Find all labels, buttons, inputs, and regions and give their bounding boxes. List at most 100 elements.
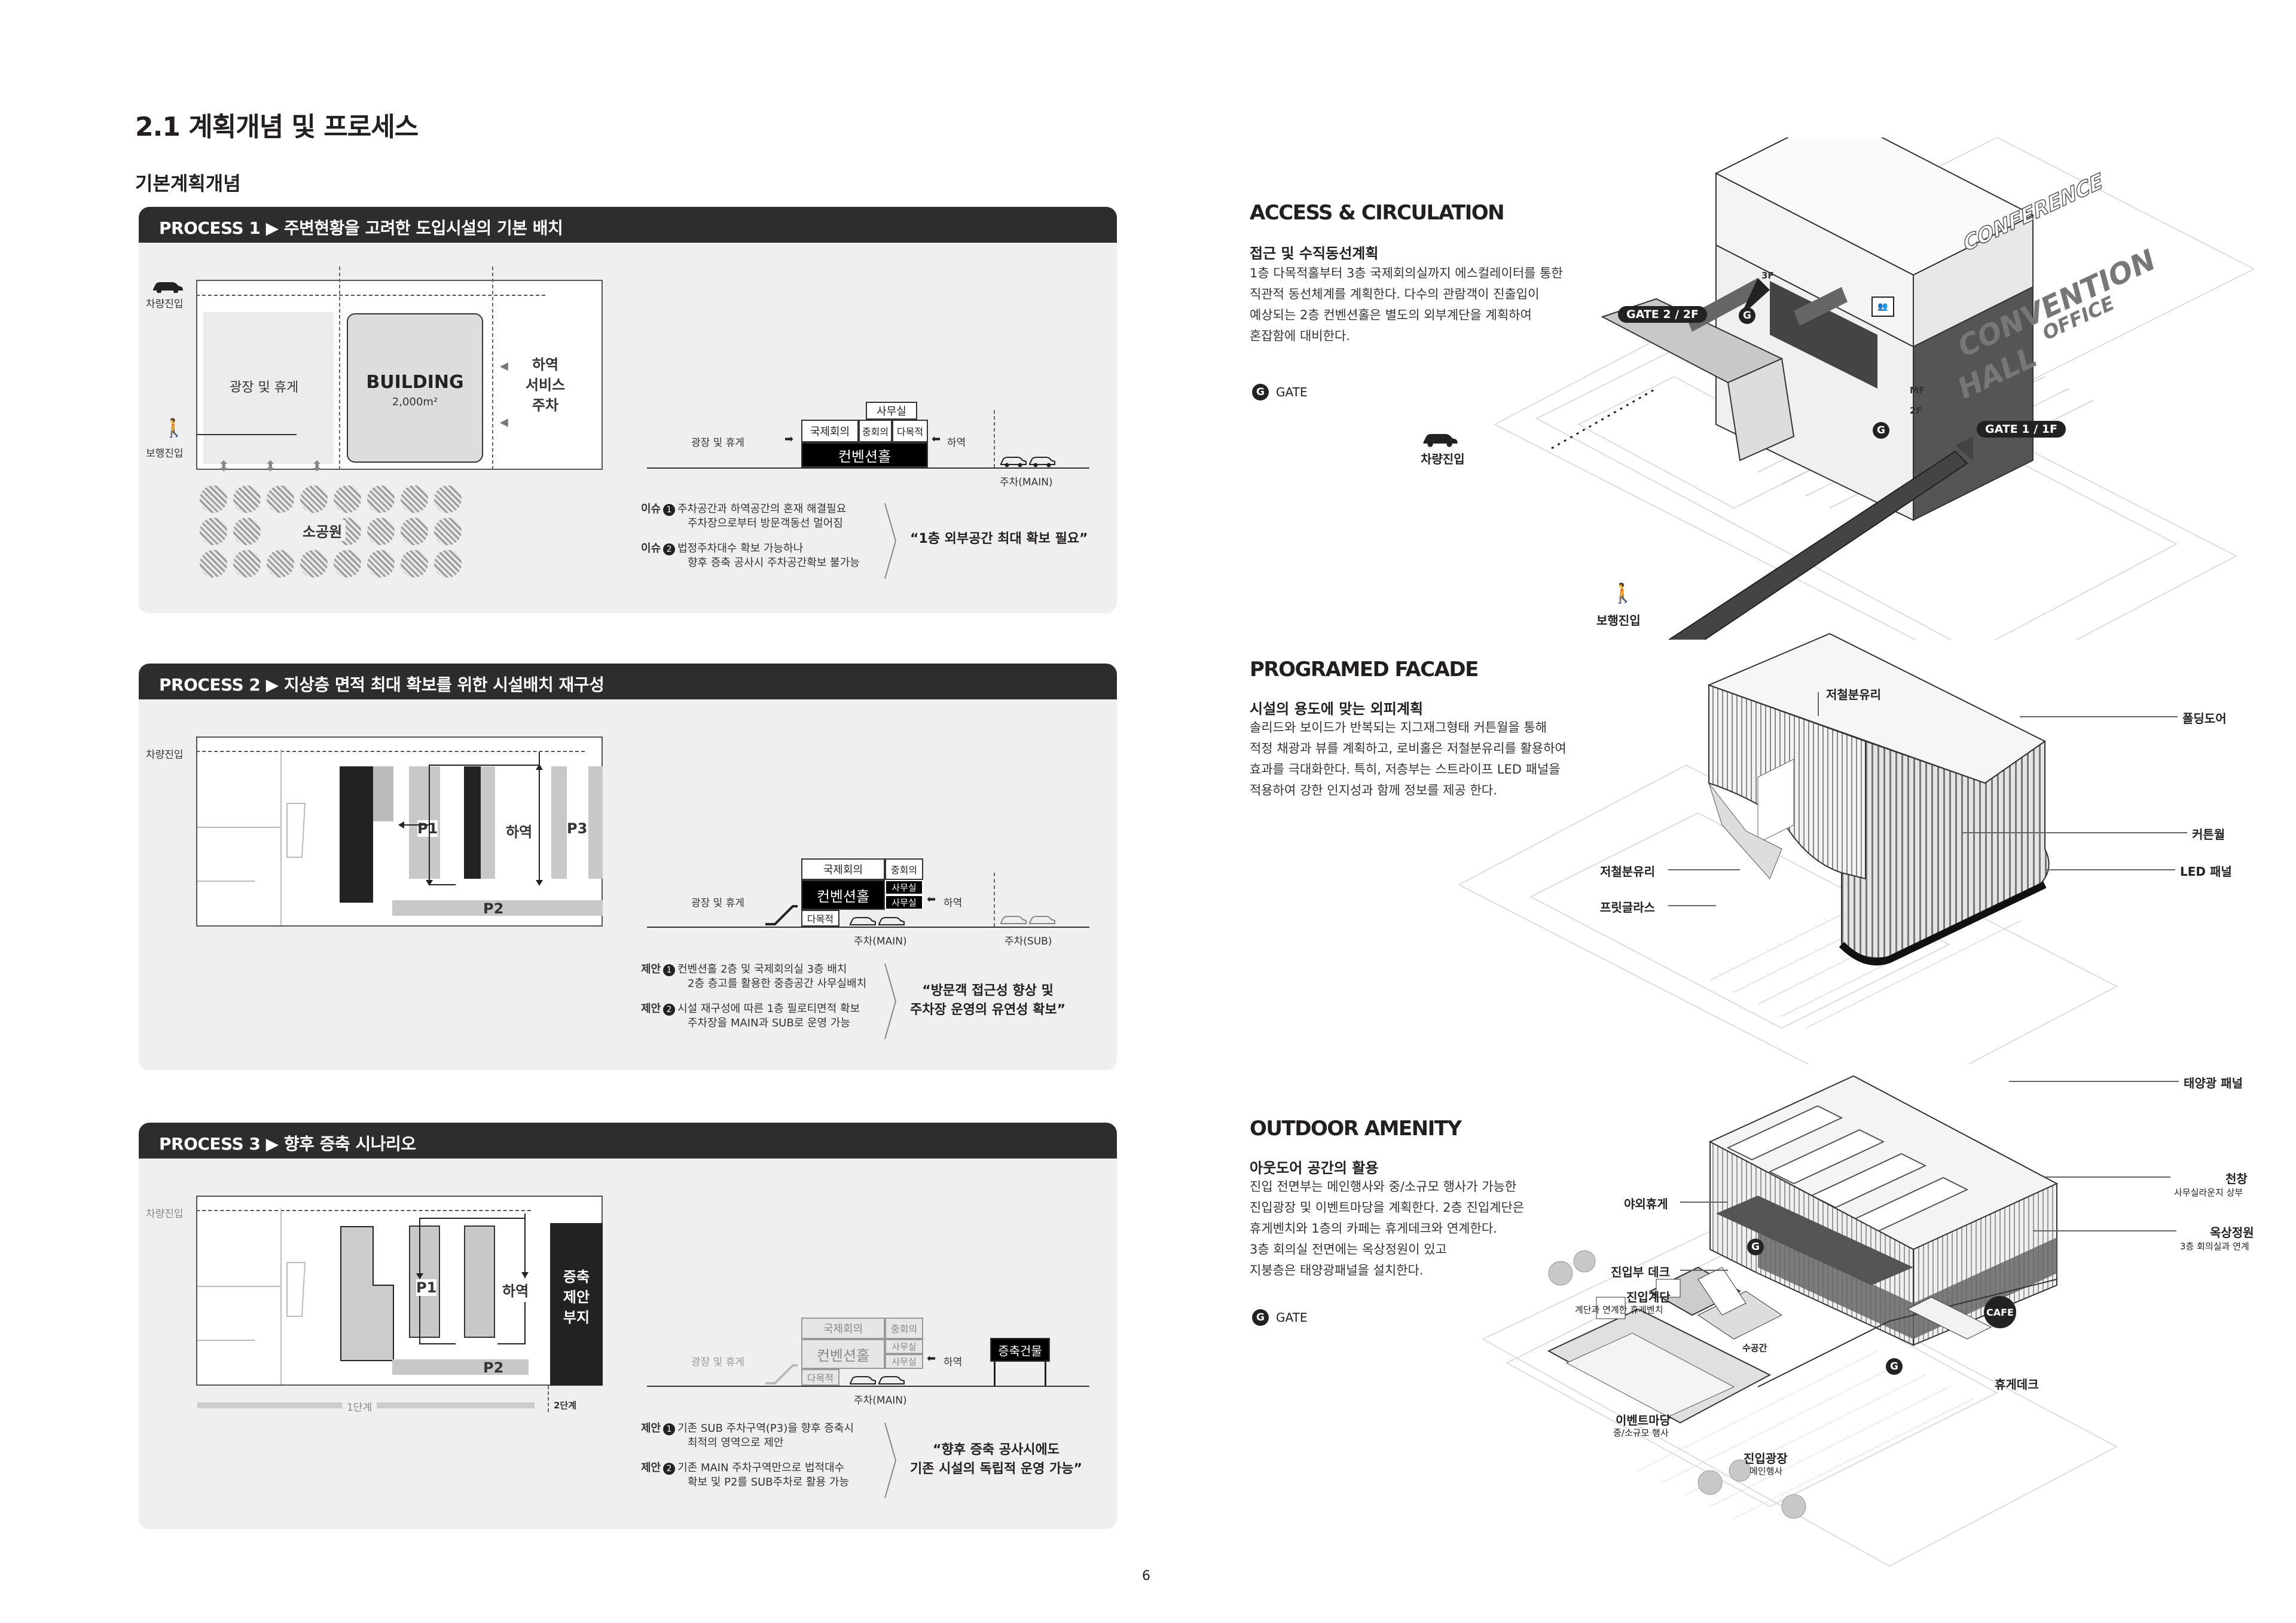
service-label-2: 서비스 <box>525 377 566 393</box>
arrow-up-icon: ⬍ <box>264 458 277 475</box>
leader-line <box>2020 716 2178 717</box>
callout-lowiron-top: 저철분유리 <box>1826 687 1881 702</box>
proposal-line: 주차장을 MAIN과 SUB로 운영 가능 <box>688 1017 851 1029</box>
section-conference: 국제회의 <box>801 1318 885 1339</box>
gate-legend-label: GATE <box>1276 385 1308 399</box>
arrow-left-icon: ⬅ <box>927 1352 936 1365</box>
number-badge: 1 <box>663 504 676 516</box>
section-unload: 하역 <box>944 1356 963 1368</box>
section-conference: 국제회의 <box>801 858 885 880</box>
section-ext-building: 증축건물 <box>990 1338 1050 1362</box>
proposal-line: 시설 재구성에 따른 1층 필로티면적 확보 <box>677 1002 860 1015</box>
body-line: 솔리드와 보이드가 반복되는 지그재그형태 커튼월을 통해 <box>1250 720 1547 735</box>
site-lines <box>197 1197 602 1384</box>
section-hall: 컨벤션홀 <box>801 880 885 910</box>
process-1-panel: PROCESS 1 ▶ 주변현황을 고려한 도입시설의 기본 배치 차량진입 광… <box>139 207 1117 613</box>
callout-skylight-sub: 사무실라운지 상부 <box>2174 1187 2243 1198</box>
callout-entry-stair: 진입계단 <box>1626 1290 1671 1304</box>
process-2-header: PROCESS 2 ▶ 지상층 면적 최대 확보를 위한 시설배치 재구성 <box>139 664 1117 699</box>
callout-event-yard: 이벤트마당 <box>1616 1413 1671 1428</box>
callout-led-panel: LED 패널 <box>2180 864 2232 879</box>
issue-line: 주차공간과 하역공간의 혼재 해결필요 <box>677 503 847 515</box>
body-line: 3층 회의실 전면에는 옥상정원이 있고 <box>1250 1242 1447 1257</box>
section-unload: 하역 <box>944 897 963 909</box>
extension-site <box>550 1223 603 1386</box>
section-divider <box>994 873 995 927</box>
section-divider <box>994 410 995 467</box>
facade-subtitle: 시설의 용도에 맞는 외피계획 <box>1250 701 1424 717</box>
ped-route <box>196 434 297 435</box>
pedestrian-icon: 🚶 <box>1611 582 1635 604</box>
body-line: 적용하여 강한 인지성과 함께 정보를 제공 한다. <box>1250 783 1497 797</box>
parking-p2-strip <box>392 1359 529 1375</box>
section-parking-main: 주차(MAIN) <box>854 936 907 947</box>
extension-label-3: 부지 <box>563 1309 590 1326</box>
process-3-header: PROCESS 3 ▶ 향후 증축 시나리오 <box>139 1123 1117 1159</box>
car-entry-label: 차량진입 <box>146 749 184 761</box>
page-number: 6 <box>1142 1569 1150 1584</box>
issue-tag: 이슈 <box>641 503 661 515</box>
arrow-up-icon: ⬍ <box>218 458 230 475</box>
service-label-3: 주차 <box>532 397 559 414</box>
section-unload: 하역 <box>947 437 966 449</box>
page-subtitle: 기본계획개념 <box>135 172 241 195</box>
elevator-icon: 👥 <box>1871 297 1894 317</box>
section-plaza: 광장 및 휴게 <box>691 897 745 909</box>
proposal-quote: “방문객 접근성 향상 및 주차장 운영의 유연성 확보” <box>910 982 1065 1020</box>
callout-outdoor-rest: 야외휴게 <box>1624 1197 1668 1211</box>
car-entry-label: 차량진입 <box>1421 452 1465 466</box>
cafe-badge: CAFE <box>1984 1296 2016 1328</box>
section-ground <box>647 467 1089 469</box>
gate-icon: G <box>1252 384 1269 401</box>
plaza-label: 광장 및 휴게 <box>230 380 299 395</box>
gate-1-badge: GATE 1 / 1F <box>1977 421 2066 438</box>
callout-water: 수공간 <box>1742 1343 1767 1353</box>
body-line: 적정 채광과 뷰를 계획하고, 로비홀은 저철분유리를 활용하여 <box>1250 741 1567 756</box>
route-lines <box>378 1206 557 1356</box>
number-badge: 1 <box>663 964 676 976</box>
body-line: 진입 전면부는 메인행사와 중/소규모 행사가 가능한 <box>1250 1179 1517 1194</box>
leader-line <box>2045 1176 2170 1178</box>
zone-unload-label: 하역 <box>506 824 533 840</box>
route-lines <box>378 747 575 897</box>
access-title: ACCESS & CIRCULATION <box>1250 201 1505 225</box>
section-mid: 중회의 <box>885 1318 923 1339</box>
quote-line: “향후 증축 공사시에도 <box>933 1442 1060 1457</box>
arrow-left-icon: ⬅ <box>927 893 936 906</box>
gate-icon: G <box>1747 1239 1764 1255</box>
section-office-2: 사무실 <box>885 1354 923 1369</box>
gate-icon: G <box>1252 1309 1269 1326</box>
unload-dark <box>464 766 481 879</box>
arrow-left-icon: ◀ <box>500 416 508 429</box>
gate-legend-label: GATE <box>1276 1310 1308 1325</box>
car-route <box>196 295 545 296</box>
park-label: 소공원 <box>299 520 346 541</box>
issue-line: 향후 증축 공사시 주차공간확보 불가능 <box>688 557 860 569</box>
car-icon <box>1000 454 1057 470</box>
plaza-zone <box>203 312 334 464</box>
section-plaza: 광장 및 휴게 <box>691 437 745 449</box>
leader-line <box>1680 1270 1728 1271</box>
callout-rest-deck: 휴게데크 <box>1995 1377 2039 1392</box>
zone-p1-label: P1 <box>417 820 438 837</box>
section-conference: 국제회의 <box>801 420 859 442</box>
arrow-right-icon: ➡ <box>784 433 794 445</box>
issue-line: 법정주차대수 확보 가능하나 <box>677 542 804 555</box>
body-line: 혼잡함에 대비한다. <box>1250 329 1350 343</box>
section-mid: 중회의 <box>859 420 892 442</box>
section-hall: 컨벤션홀 <box>801 442 928 467</box>
service-label-1: 하역 <box>532 356 559 373</box>
zone-p2-label: P2 <box>483 900 504 917</box>
quote-line: 주차장 운영의 유연성 확보” <box>910 1002 1066 1017</box>
stage-divider <box>548 1386 549 1412</box>
proposal-tag: 제안 <box>641 1462 661 1474</box>
building-area: 2,000m² <box>392 396 438 408</box>
outdoor-title: OUTDOOR AMENITY <box>1250 1117 1462 1141</box>
unload-light <box>481 766 495 879</box>
extension-label-1: 증축 <box>563 1269 590 1285</box>
floor-mark-2f: 2F <box>1910 405 1922 416</box>
floor-mark-3f: 3F <box>1761 270 1774 281</box>
section-ground <box>647 1386 1089 1387</box>
